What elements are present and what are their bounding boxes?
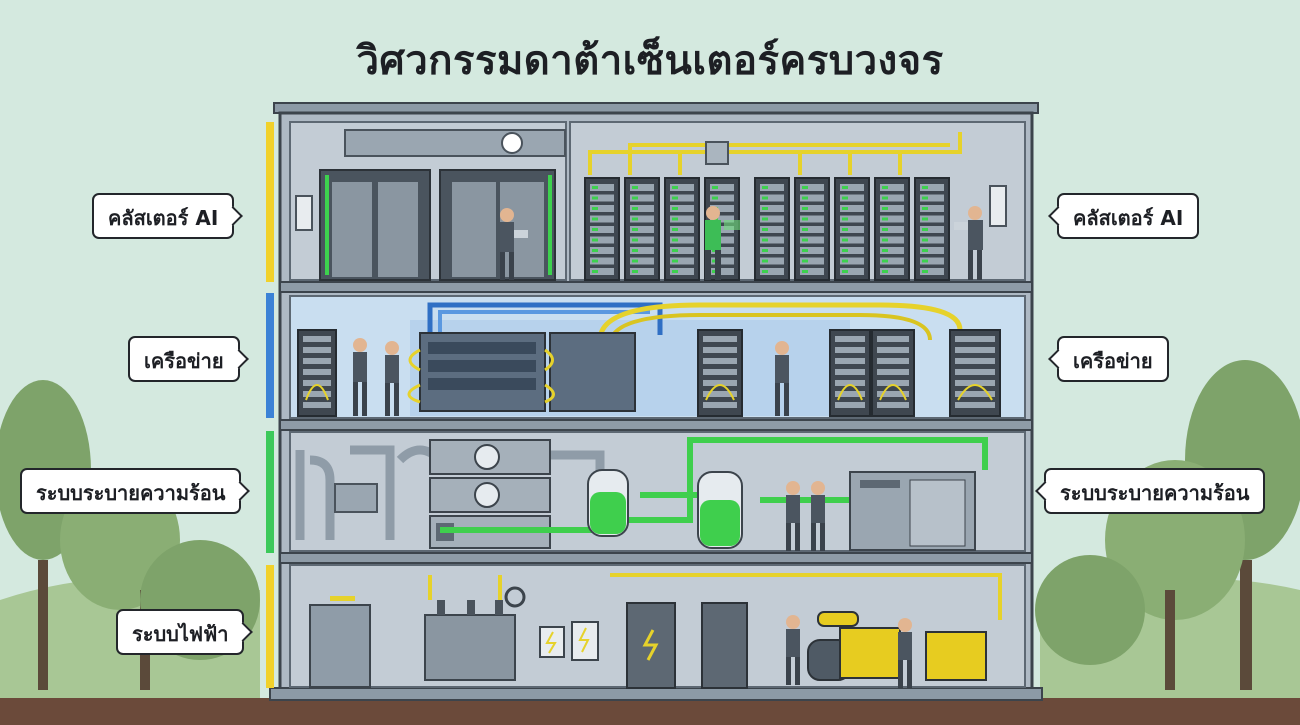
worker-ai-3 <box>954 206 983 280</box>
worker-ai-1 <box>500 208 528 280</box>
worker-power-1 <box>786 615 800 685</box>
control-panel <box>295 195 313 231</box>
floor-network <box>289 295 1026 419</box>
callout-cooling-left: ระบบระบายความร้อน <box>20 468 242 514</box>
cooling-cabinets <box>319 169 556 281</box>
callout-network-right: เครือข่าย <box>1057 336 1169 382</box>
callout-ai-cluster-left: คลัสเตอร์ AI <box>92 193 235 239</box>
callout-network-left: เครือข่าย <box>128 336 240 382</box>
wall-panel <box>989 185 1007 227</box>
floor-accent-bar <box>266 122 274 282</box>
page-title: วิศวกรรมดาต้าเซ็นเตอร์ครบวงจร <box>356 38 944 84</box>
server-rack <box>794 177 830 281</box>
ai-server-racks <box>584 177 950 281</box>
server-rack <box>664 177 700 281</box>
server-rack <box>754 177 790 281</box>
transformer <box>424 586 526 681</box>
server-rack <box>624 177 660 281</box>
server-rack <box>914 177 950 281</box>
server-rack <box>584 177 620 281</box>
callout-ai-cluster-right: คลัสเตอร์ AI <box>1057 193 1200 239</box>
network-rack <box>829 329 871 417</box>
floor-accent-bars <box>266 122 274 688</box>
fan-icon <box>501 132 523 154</box>
network-rack <box>297 329 337 417</box>
floor-power <box>289 564 1026 689</box>
floor-accent-bar <box>266 293 274 418</box>
worker-net-3 <box>775 341 789 416</box>
worker-net-2 <box>385 341 399 416</box>
worker-ai-2 <box>705 206 740 280</box>
server-rack <box>874 177 910 281</box>
battery-rack <box>701 602 748 689</box>
network-rack <box>949 329 1001 417</box>
pump-box <box>334 483 378 513</box>
worker-cool-1 <box>786 481 800 551</box>
worker-cool-2 <box>811 481 825 551</box>
floor-ai-cluster <box>289 121 1026 281</box>
floor-accent-bar <box>266 431 274 553</box>
floor-cooling <box>289 431 1026 552</box>
floor-accent-bar <box>266 565 274 688</box>
callout-cooling-right: ระบบระบายความร้อน <box>1044 468 1266 514</box>
network-rack <box>697 329 743 417</box>
generators <box>807 611 987 681</box>
callout-power-left: ระบบไฟฟ้า <box>116 609 245 655</box>
worker-power-2 <box>898 618 912 688</box>
ground-strip <box>0 698 1300 725</box>
switchgear <box>309 604 371 688</box>
network-racks <box>297 329 1001 417</box>
coolant-tanks <box>587 469 743 549</box>
network-rack <box>871 329 915 417</box>
worker-net-1 <box>353 338 367 416</box>
server-rack <box>834 177 870 281</box>
